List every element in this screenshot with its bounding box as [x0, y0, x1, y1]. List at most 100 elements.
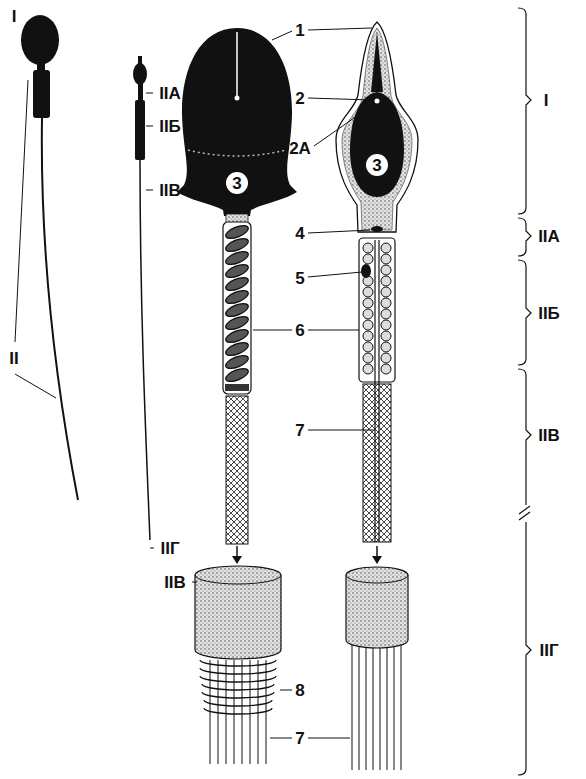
sperm-detail-front [226, 396, 248, 544]
leader-line [308, 430, 374, 431]
leader-line [308, 738, 350, 739]
tail-cross-section-front [258, 660, 259, 764]
tail-cross-section-front [195, 566, 281, 659]
sperm-detail-side [363, 353, 373, 363]
sperm-detail-side [363, 243, 391, 374]
sperm-detail-side [363, 243, 373, 253]
callout-label: 7 [295, 730, 304, 747]
callout-label: I [544, 92, 549, 109]
sperm-detail-side [366, 154, 388, 176]
callout-label: II [9, 350, 18, 367]
tail-cross-section-front [242, 660, 243, 764]
callout-label: IIА [159, 85, 181, 102]
sperm-detail-side [361, 264, 371, 278]
leader-line [280, 690, 292, 691]
section-bracket [518, 260, 531, 365]
sperm-detail-side [372, 556, 382, 564]
sperm-detail-front [223, 222, 251, 394]
callout-label: 2А [289, 140, 311, 157]
sperm-detail-front [232, 556, 242, 564]
leader-line [15, 80, 28, 342]
callout-label: 2 [295, 90, 304, 107]
leader-line [146, 93, 153, 94]
tail-cross-section-front [200, 660, 276, 666]
callout-label: IIА [538, 228, 560, 245]
sperm-detail-side [363, 331, 373, 341]
tail-cross-section-front [226, 660, 227, 764]
sperm-side-view [133, 63, 147, 85]
sperm-front-view [42, 118, 78, 500]
sperm-detail-front [177, 28, 297, 216]
sperm-detail-side [371, 32, 383, 92]
sperm-detail-side [381, 287, 391, 297]
callout-label: IIБ [538, 305, 560, 322]
sperm-front-view [33, 70, 50, 118]
tail-cross-section-front [250, 660, 251, 764]
sperm-detail-front [225, 384, 249, 391]
tail-cross-section-front [204, 708, 272, 714]
section-bracket [518, 218, 531, 256]
section-bracket [518, 522, 531, 775]
tail-cross-section-side [366, 645, 367, 770]
sperm-front-view [21, 15, 78, 500]
sperm-side-view [138, 84, 143, 101]
callout-label: IIБ [159, 118, 181, 135]
sperm-detail-side [363, 384, 391, 542]
leader-line [308, 330, 359, 331]
sperm-detail-side [381, 309, 391, 319]
sperm-detail-front [188, 150, 286, 156]
sperm-detail-side [350, 92, 404, 197]
tail-cross-section-side [352, 645, 353, 770]
tail-cross-section-front [202, 684, 274, 690]
leader-line [146, 190, 153, 191]
leader-line [272, 31, 292, 40]
sperm-detail-front [177, 28, 297, 564]
tail-cross-section-side [346, 567, 408, 770]
tail-cross-section-front [204, 700, 272, 706]
tail-cross-section-side [346, 575, 408, 583]
leader-line [146, 93, 154, 548]
sperm-front-view [37, 63, 45, 71]
sperm-detail-side [363, 309, 373, 319]
sperm-detail-side [363, 364, 373, 374]
sperm-detail-side [371, 226, 383, 232]
sperm-detail-side [381, 353, 391, 363]
leader-line [308, 230, 370, 233]
tail-cross-section-front [200, 668, 276, 674]
leader-line [146, 126, 153, 127]
section-bracket [518, 369, 531, 505]
tail-cross-section-side [359, 645, 360, 770]
sperm-detail-side [381, 320, 391, 330]
sperm-detail-side [375, 99, 380, 104]
sperm-detail-front [226, 172, 248, 194]
leader-line [15, 374, 56, 398]
sperm-front-view [21, 15, 59, 65]
tail-cross-section-side [373, 645, 374, 770]
leader-line [150, 548, 154, 549]
leader-line [192, 582, 197, 583]
callout-label: IIГ [160, 540, 179, 557]
sperm-detail-side [336, 22, 418, 232]
leader-line [15, 80, 56, 398]
sperm-detail-side [381, 298, 391, 308]
callout-label: 6 [295, 322, 304, 339]
leader-line [241, 101, 286, 146]
tail-cross-section-side [394, 645, 395, 770]
sperm-detail-side [359, 238, 395, 382]
sperm-detail-side [381, 276, 391, 286]
callout-label: 5 [295, 270, 304, 287]
callout-label: 3 [232, 175, 241, 192]
sperm-side-view [133, 56, 150, 540]
sperm-side-view [140, 160, 150, 540]
callout-label: 4 [295, 225, 304, 242]
sperm-detail-side [381, 342, 391, 352]
tail-cross-section-side [346, 567, 408, 648]
sperm-detail-side [336, 22, 418, 564]
leader-line [308, 272, 362, 277]
tail-cross-section-side [387, 645, 388, 770]
sperm-detail-front [236, 32, 238, 96]
leader-line [308, 98, 372, 100]
callout-label: 8 [295, 682, 304, 699]
sperm-detail-side [381, 364, 391, 374]
